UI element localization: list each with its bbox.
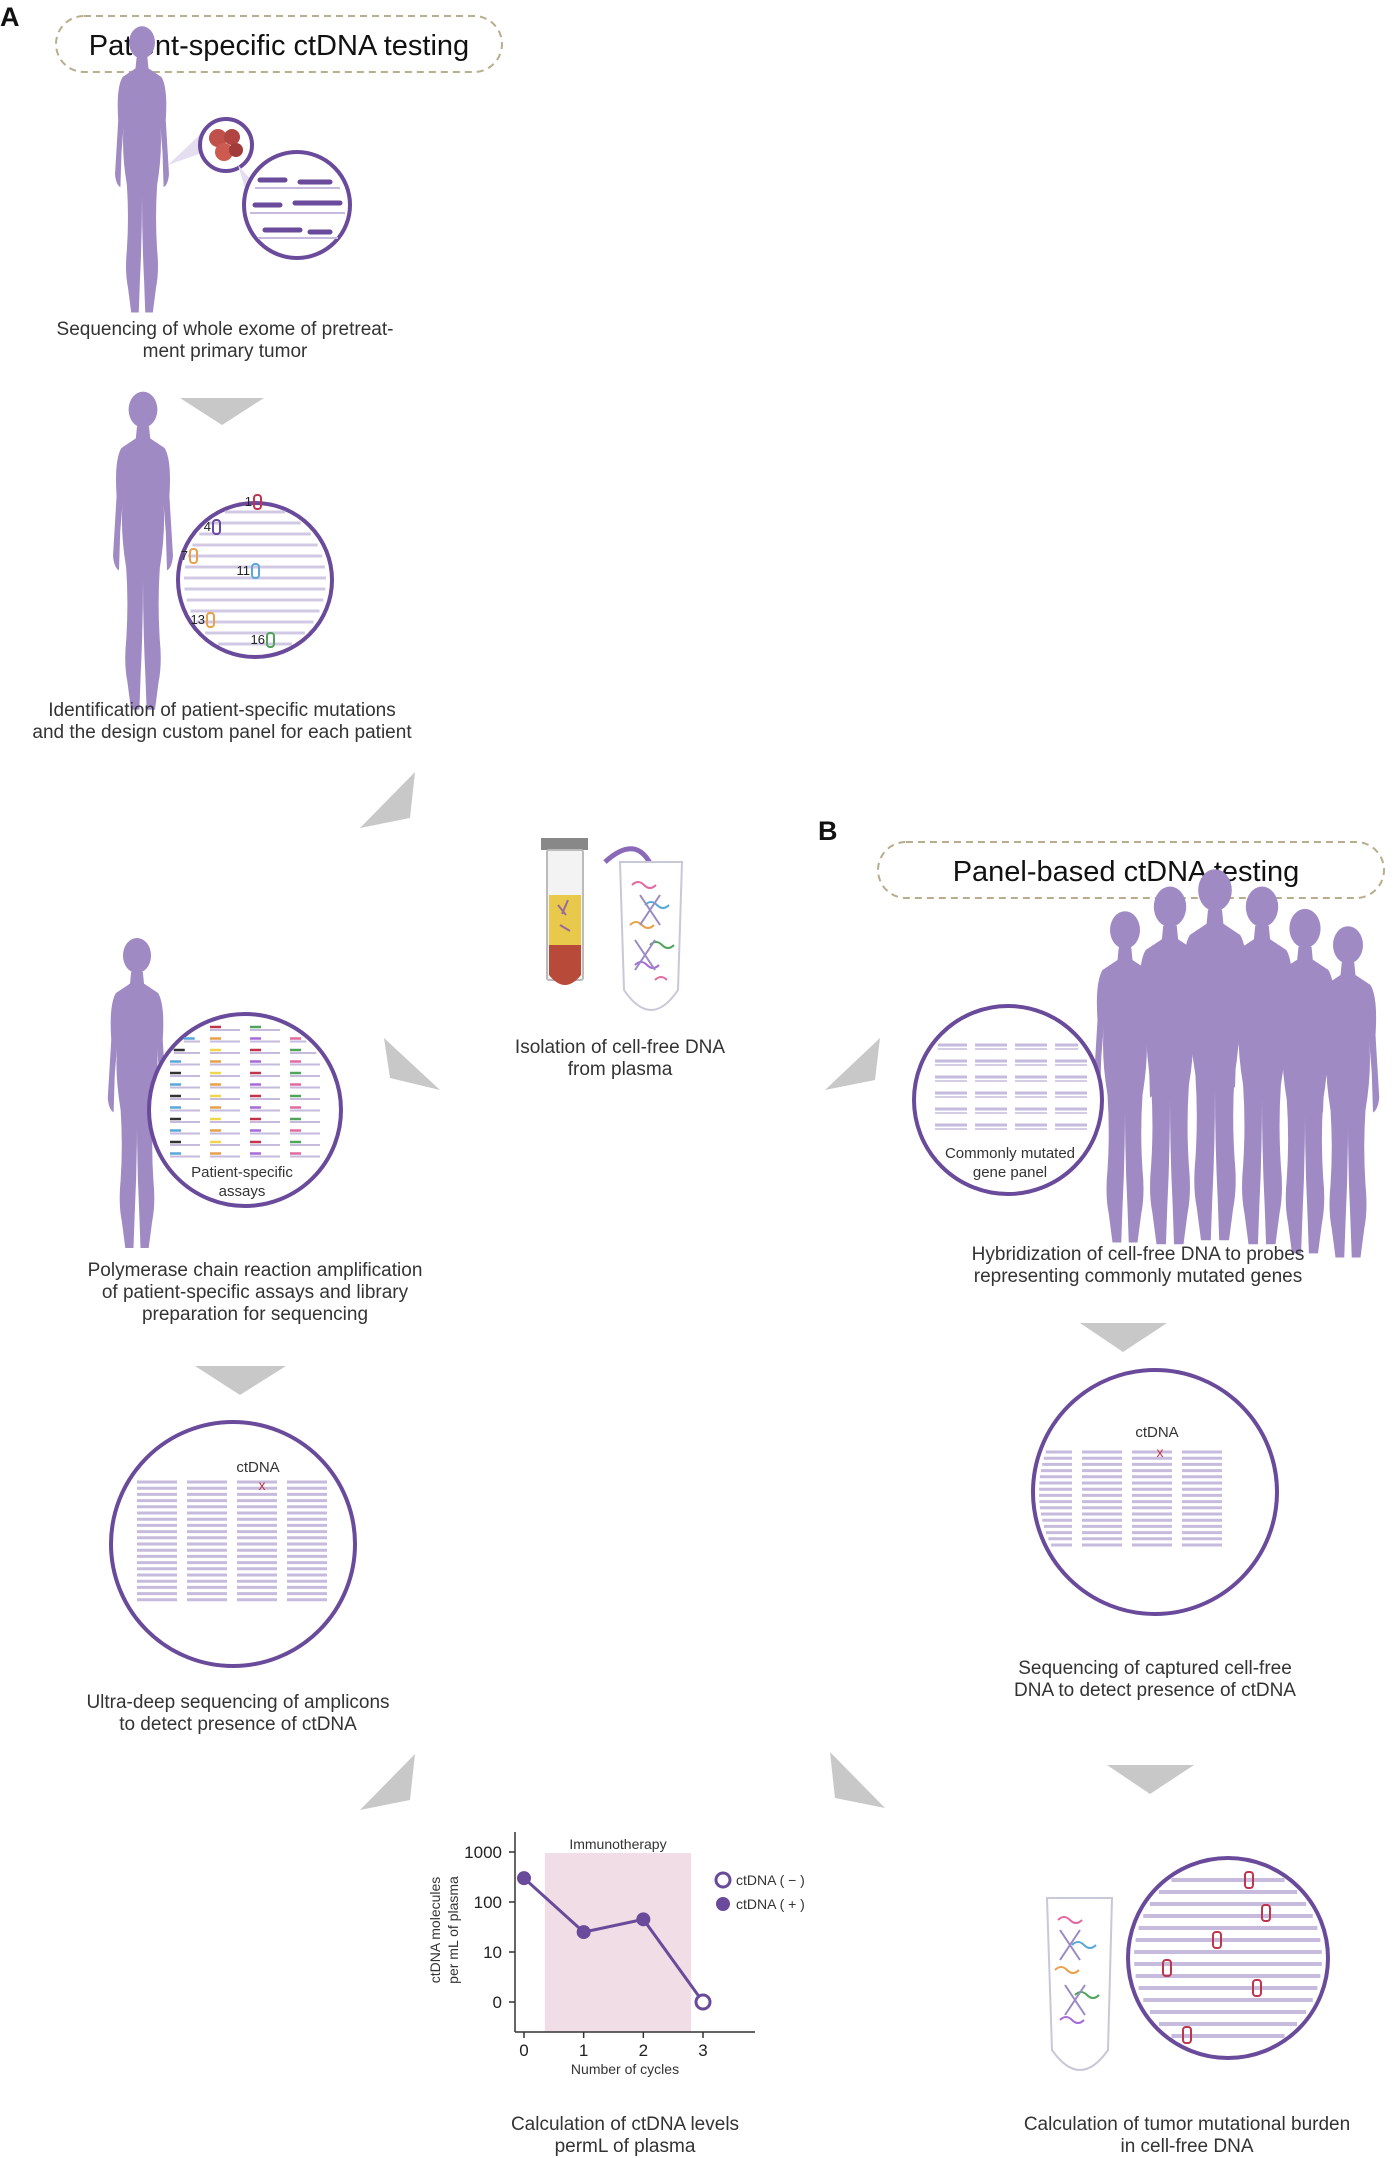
x-tick-label: 2	[639, 2041, 648, 2060]
step-a1-caption-line2: ment primary tumor	[143, 341, 308, 362]
gene-panel-label-line1: Commonly mutated	[945, 1145, 1075, 1162]
step-a4-illustration: x	[109, 1420, 357, 1668]
arrow-down-a1	[180, 398, 264, 425]
step-a3-illustration	[107, 938, 343, 1249]
data-point-positive	[517, 1871, 531, 1886]
mutation-number-4: 4	[204, 519, 211, 534]
step-b2-caption-line2: DNA to detect presence of ctDNA	[1014, 1680, 1296, 1701]
step-a2-illustration	[113, 391, 334, 710]
step-a4-caption-line2: to detect presence of ctDNA	[119, 1714, 357, 1735]
y-label-line2: per mL of plasma	[445, 1876, 461, 1984]
step-a3-caption-line3: preparation for sequencing	[142, 1304, 368, 1325]
step-b2-illustration: x	[1031, 1368, 1279, 1616]
gene-panel-label-line2: gene panel	[973, 1164, 1047, 1181]
patient-specific-assays-label-line1: Patient-specific	[191, 1164, 293, 1181]
immunotherapy-shade	[544, 1853, 692, 2032]
step-a2-caption-line1: Identification of patient-specific mutat…	[48, 700, 395, 721]
x-tick-label: 0	[519, 2041, 528, 2060]
step-b2-caption-line1: Sequencing of captured cell-free	[1018, 1658, 1292, 1679]
chart-caption-line1: Calculation of ctDNA levels	[511, 2114, 739, 2135]
data-point-positive	[636, 1912, 651, 1927]
step-a1-caption-line1: Sequencing of whole exome of pretreat-	[57, 319, 394, 340]
data-point-negative	[694, 1993, 712, 2011]
y-tick-label: 0	[493, 1993, 502, 2012]
step-b3-caption-line1: Calculation of tumor mutational burden	[1024, 2114, 1350, 2135]
mutation-markers: 1 4 7 11 13 16	[181, 494, 275, 648]
panel-a-letter: A	[0, 2, 20, 32]
legend-filled-marker	[716, 1897, 730, 1911]
arrow-down-b1	[1080, 1323, 1167, 1352]
panel-b-title: Panel-based ctDNA testing	[953, 856, 1300, 888]
b2-ctdna-label: ctDNA	[1135, 1424, 1178, 1441]
legend-ctdna-positive: ctDNA ( + )	[736, 1896, 805, 1912]
step-a4-caption-line1: Ultra-deep sequencing of amplicons	[86, 1692, 389, 1713]
panel-a-title-box	[55, 15, 503, 73]
step-b3-caption-line2: in cell-free DNA	[1120, 2136, 1253, 2157]
panel-b-letter: B	[818, 816, 838, 846]
arrow-diag-a2	[360, 772, 415, 828]
legend-ctdna-negative: ctDNA ( − )	[736, 1872, 805, 1888]
ctdna-series-line	[522, 1877, 705, 2003]
mutation-number-13: 13	[191, 612, 205, 627]
step-b1-illustration	[912, 869, 1380, 1258]
center-caption-line1: Isolation of cell-free DNA	[515, 1037, 725, 1058]
step-a1-illustration	[115, 26, 352, 313]
center-caption-line2: from plasma	[568, 1059, 673, 1080]
arrow-diag-center-to-a3	[384, 1038, 440, 1090]
chart-caption-line2: permL of plasma	[555, 2136, 696, 2157]
x-tick-label: 1	[579, 2041, 588, 2060]
a4-ctdna-label: ctDNA	[236, 1459, 279, 1476]
patient-specific-assays-label-line2: assays	[219, 1183, 266, 1200]
x-tick-label: 3	[698, 2041, 707, 2060]
arrow-diag-center-to-b1	[825, 1038, 880, 1090]
y-label-line1: ctDNA molecules	[427, 1877, 443, 1984]
y-tick-label: 1000	[464, 1843, 502, 1862]
y-tick-label: 100	[474, 1893, 502, 1912]
y-tick-label: 10	[483, 1943, 502, 1962]
step-a3-caption-line2: of patient-specific assays and library	[102, 1282, 409, 1303]
mutation-number-1: 1	[245, 494, 252, 509]
mutation-number-16: 16	[251, 632, 265, 647]
svg-text:x: x	[259, 1477, 266, 1493]
center-illustration	[541, 838, 684, 1011]
x-label: Number of cycles	[571, 2061, 679, 2077]
mutation-number-7: 7	[181, 548, 188, 563]
mutation-number-11: 11	[237, 563, 251, 578]
arrow-down-b2	[1107, 1765, 1194, 1794]
step-b3-illustration	[1045, 1856, 1330, 2071]
svg-text:x: x	[1157, 1444, 1164, 1460]
immunotherapy-label: Immunotherapy	[569, 1836, 666, 1852]
step-b1-caption-line2: representing commonly mutated genes	[974, 1266, 1302, 1287]
step-a2-caption-line2: and the design custom panel for each pat…	[32, 722, 412, 743]
step-b1-caption-line1: Hybridization of cell-free DNA to probes	[972, 1244, 1305, 1265]
data-point-positive	[576, 1925, 591, 1940]
arrow-diag-b2-to-chart	[830, 1752, 885, 1808]
panel-b-title-box	[877, 841, 1385, 899]
step-a3-caption-line1: Polymerase chain reaction amplification	[88, 1260, 423, 1281]
legend-open-marker	[714, 1871, 732, 1889]
arrow-diag-a4	[360, 1754, 415, 1810]
arrow-down-a3	[195, 1366, 286, 1395]
